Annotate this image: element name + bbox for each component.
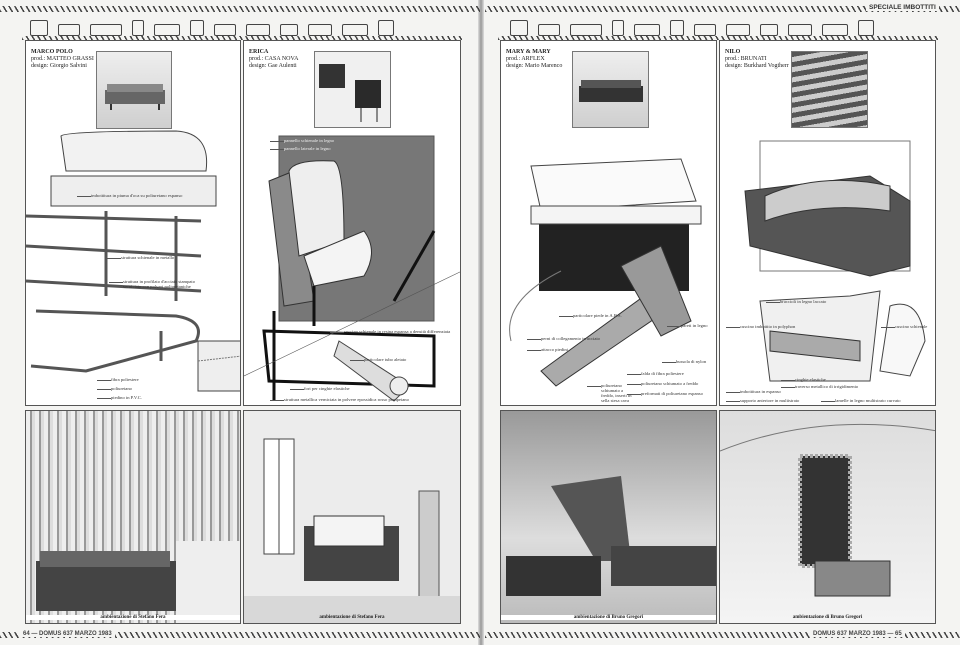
annotation-label: falda di fibra poliestere xyxy=(627,371,684,376)
product-name: NILO xyxy=(725,49,741,55)
annotation-label: particolare piede in A.B.S. xyxy=(559,313,622,318)
annotation-label: braccioli in legno laccato xyxy=(765,299,827,304)
zigzag-rule xyxy=(498,36,938,40)
annotation-label: preformati di poliuretano espanso xyxy=(627,391,703,396)
furniture-icon-row-left xyxy=(30,14,394,36)
annotation-label: traverso metallico di irrigidimento xyxy=(780,384,859,389)
exploded-drawing-armchair xyxy=(244,135,460,402)
producer: prod.: ARFLEX xyxy=(506,56,545,62)
zigzag-rule xyxy=(22,36,462,40)
annotation-label: attacco piedini xyxy=(527,347,568,352)
folio-right: DOMUS 637 MARZO 1983 — 65 xyxy=(810,631,905,637)
annotation-label: pannello laterale in legno xyxy=(270,146,331,151)
section-title: SPECIALE IMBOTTITI xyxy=(866,4,939,11)
product-name: MARCO POLO xyxy=(31,49,73,55)
zigzag-rule xyxy=(485,6,960,12)
zigzag-rule xyxy=(485,632,960,638)
annotation-label: poliuretano schiumato a freddo xyxy=(626,381,699,386)
annotation-label: particolare tubo aletato xyxy=(349,357,407,362)
annotation-label: struttura schienale in metallo xyxy=(106,255,175,260)
room-illustration-window: ambientazione di Stefano Fera xyxy=(243,410,461,624)
designer: design: Burkhard Vogtherr xyxy=(725,63,789,69)
annotation-label: imbottitura in espanso xyxy=(726,389,781,394)
designer: design: Giorgio Salvini xyxy=(31,63,87,69)
illustration-caption: ambientazione di Bruno Gregori xyxy=(792,615,863,620)
illustration-caption: ambientazione di Bruno Gregori xyxy=(501,615,716,620)
annotation-label: struttura metallica verniciata in polver… xyxy=(270,397,409,402)
annotation-label: pareti in legno xyxy=(667,323,708,328)
room-illustration-sculpture: ambientazione di Bruno Gregori xyxy=(500,410,717,624)
zigzag-rule xyxy=(0,6,480,12)
annotation-label: struttura in profilato d'acciaio stampat… xyxy=(109,279,203,289)
annotation-label: pannello schienale in legno xyxy=(269,138,335,143)
annotation-label: imbottitura in piuma d'oca su poliuretan… xyxy=(76,193,183,198)
product-name: ERICA xyxy=(249,49,269,55)
annotation-label: cinghie elastiche xyxy=(781,377,826,382)
annotation-label: fibra poliestere xyxy=(97,377,139,382)
annotation-label: lamelle in legno multistrato curvato xyxy=(821,398,901,403)
annotation-label: cuscino imbottito in polyphon xyxy=(725,324,796,329)
annotation-label: perni di collegamento in acciaio xyxy=(527,336,600,341)
annotation-label: supporto anteriore in multistrato xyxy=(725,398,800,403)
annotation-label: piedino in P.V.C. xyxy=(97,395,142,400)
illustration-caption: ambientazione di Stefano Fera xyxy=(26,615,240,620)
room-illustration-curtain: ambientazione di Stefano Fera xyxy=(25,410,241,624)
product-photo xyxy=(791,51,868,128)
folio-left: 64 — DOMUS 637 MARZO 1983 xyxy=(20,631,115,637)
annotation-label: cuscino schienale xyxy=(880,324,928,329)
product-photo xyxy=(96,51,172,129)
furniture-icon-row-right xyxy=(510,14,874,36)
product-photo xyxy=(572,51,649,128)
annotation-label: bussola di nylon xyxy=(661,359,707,364)
producer: prod.: CASA NOVA xyxy=(249,56,299,62)
exploded-drawing-sofa xyxy=(509,158,702,387)
annotation-label: poliuretano schiumato a freddo, inserti … xyxy=(587,383,637,403)
annotation-label: fori per cinghie elastiche xyxy=(290,386,350,391)
exploded-drawing-sofa xyxy=(26,130,240,392)
producer: prod.: MATTEO GRASSI xyxy=(31,56,94,62)
designer: design: Gae Aulenti xyxy=(249,63,297,69)
spine-gutter xyxy=(478,0,484,645)
product-name: MARY & MARY xyxy=(506,49,551,55)
zigzag-rule xyxy=(0,632,480,638)
exploded-drawing-sofa xyxy=(744,140,926,382)
annotation-label: poliuretano xyxy=(97,386,132,391)
product-photo xyxy=(314,51,391,128)
room-illustration-doorway: ambientazione di Bruno Gregori xyxy=(719,410,936,624)
producer: prod.: BRUNATI xyxy=(725,56,767,62)
annotation-label: cuscino schienale in resina espansa a de… xyxy=(330,329,454,334)
designer: design: Mario Marenco xyxy=(506,63,563,69)
illustration-caption: ambientazione di Stefano Fera xyxy=(319,615,385,620)
